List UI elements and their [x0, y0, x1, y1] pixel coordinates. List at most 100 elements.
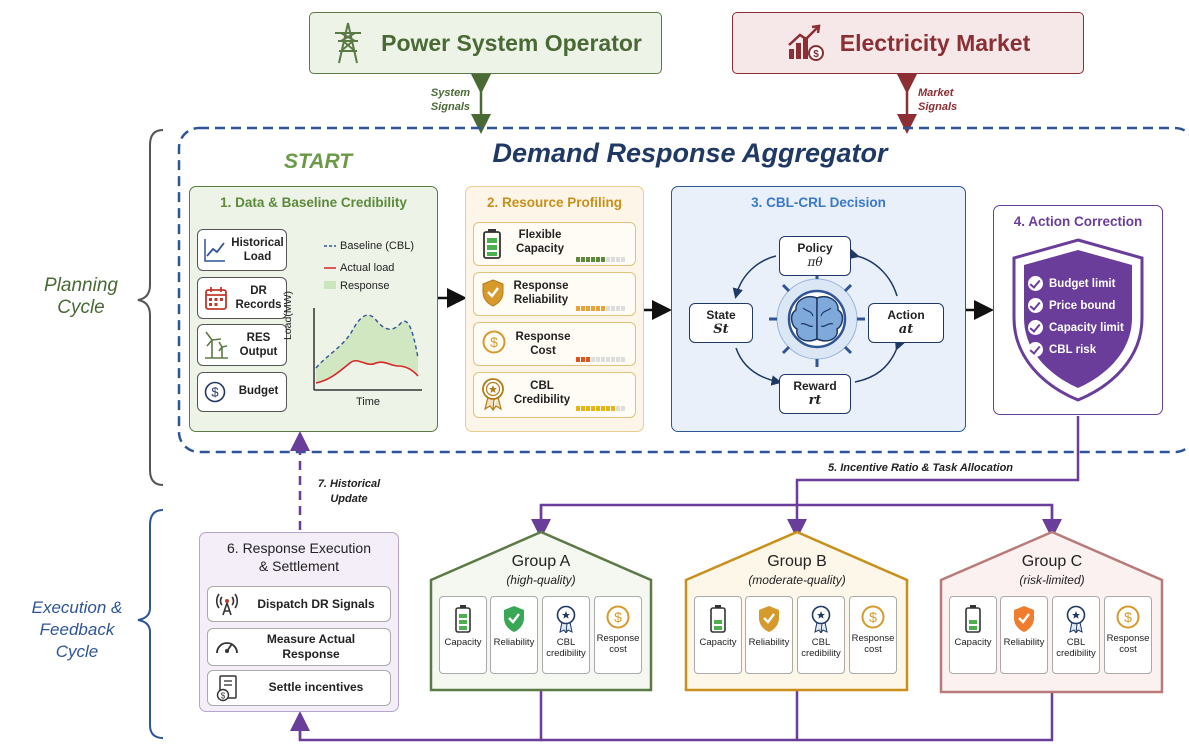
shield-check-icon — [1014, 606, 1034, 632]
capacity-limit-check: Capacity limit — [1028, 320, 1124, 335]
response-reliability-bar — [576, 298, 626, 316]
legend-actual-label: Actual load — [340, 262, 395, 274]
budget-limit-label: Budget limit — [1049, 277, 1116, 290]
budget-item: $ Budget — [197, 372, 287, 412]
price-bound-label: Price bound — [1049, 299, 1116, 312]
group-a-cost-card: $ Response cost — [594, 596, 642, 674]
check-icon — [1028, 276, 1043, 291]
state-label: State — [706, 308, 736, 322]
flexible-capacity-label: Flexible Capacity — [516, 229, 564, 255]
antenna-icon — [215, 593, 239, 616]
dispatch-signals-label: Dispatch DR Signals — [257, 597, 375, 611]
group-b-credibility-label: CBL credibility — [801, 637, 841, 659]
market-signals-label: Market Signals — [918, 87, 958, 113]
dollar-circle-icon: $ — [204, 381, 226, 403]
legend-response-swatch — [324, 281, 336, 289]
svg-text:$: $ — [221, 692, 226, 701]
panel2-title: 2. Resource Profiling — [486, 195, 623, 210]
reward-node: Reward rt — [779, 374, 851, 414]
group-b-reliability-card: Reliability — [745, 596, 793, 674]
group-c-capacity-card: Capacity — [949, 596, 997, 674]
dollar-coin-icon: $ — [482, 330, 506, 354]
settle-incentives-item — [207, 670, 391, 706]
group-c-title: Group C — [1021, 553, 1083, 570]
svg-text:$: $ — [614, 609, 622, 625]
battery-icon — [965, 605, 981, 633]
measure-response-item — [207, 628, 391, 666]
actual-load-line — [315, 359, 419, 384]
historical-load-item: Historical Load — [197, 229, 287, 271]
group-a-title: Group A — [511, 553, 571, 570]
group-c-reliability-label: Reliability — [1003, 637, 1045, 648]
res-output-item: RES Output — [197, 324, 287, 366]
cbl-credibility-bar — [576, 398, 626, 416]
check-icon — [1028, 342, 1043, 357]
group-a-subtitle: (high-quality) — [506, 573, 576, 587]
flexible-capacity-bar — [576, 249, 626, 267]
group-b-subtitle: (moderate-quality) — [748, 573, 846, 587]
reward-symbol: rt — [808, 393, 822, 408]
panel3-title: 3. CBL-CRL Decision — [751, 195, 886, 210]
invoice-icon: $ — [216, 675, 237, 702]
action-label: Action — [887, 308, 925, 322]
execution-cycle-label: Execution & Feedback Cycle — [31, 598, 123, 661]
response-reliability-label: Response Reliability — [513, 280, 569, 306]
dollar-coin-icon: $ — [1116, 605, 1140, 629]
historical-update-label: 7. Historical Update — [317, 478, 381, 505]
historical-load-label: Historical Load — [231, 237, 284, 263]
brain-icon — [769, 271, 865, 367]
group-c-credibility-card: CBL credibility — [1052, 596, 1100, 674]
calendar-icon — [205, 287, 227, 310]
battery-icon — [710, 605, 726, 633]
measure-response-label: Measure Actual Response — [266, 632, 356, 661]
group-a-reliability-label: Reliability — [493, 637, 535, 648]
group-c-cost-card: $ Response cost — [1104, 596, 1152, 674]
legend-response-label: Response — [340, 280, 390, 292]
group-b-capacity-label: Capacity — [699, 637, 737, 648]
award-badge-icon — [482, 378, 504, 411]
panel4-title: 4. Action Correction — [1013, 214, 1143, 229]
group-c-credibility-label: CBL credibility — [1056, 637, 1096, 659]
electricity-market-box: $ Electricity Market — [732, 12, 1084, 74]
capacity-limit-label: Capacity limit — [1049, 321, 1124, 334]
svg-text:$: $ — [490, 334, 498, 350]
legend-baseline-label: Baseline (CBL) — [340, 240, 414, 252]
group-b-credibility-card: CBL credibility — [797, 596, 845, 674]
dr-records-label: DR Records — [235, 285, 282, 311]
group-b-cost-label: Response cost — [851, 633, 895, 655]
group-b-title: Group B — [767, 553, 827, 570]
svg-text:$: $ — [813, 49, 819, 60]
state-symbol: St — [713, 322, 729, 337]
award-badge-icon — [1066, 605, 1086, 633]
shield-check-icon — [482, 279, 504, 307]
action-symbol: at — [898, 322, 914, 337]
response-cost-label: Response Cost — [515, 331, 571, 357]
panel1-title: 1. Data & Baseline Credibility — [220, 195, 407, 210]
battery-icon — [483, 229, 501, 259]
group-a-credibility-label: CBL credibility — [546, 637, 586, 659]
system-signals-label: System Signals — [430, 87, 470, 113]
dr-records-item: DR Records — [197, 277, 287, 319]
shield-check-icon — [759, 606, 779, 632]
svg-text:$: $ — [211, 385, 219, 400]
check-icon — [1028, 298, 1043, 313]
budget-label: Budget — [238, 385, 279, 397]
group-a-credibility-card: CBL credibility — [542, 596, 590, 674]
award-badge-icon — [556, 605, 576, 633]
chart-xlabel: Time — [356, 396, 381, 408]
group-b-cost-card: $ Response cost — [849, 596, 897, 674]
res-output-label: RES Output — [239, 332, 278, 358]
policy-symbol: πθ — [807, 255, 823, 269]
award-badge-icon — [811, 605, 831, 633]
group-c-reliability-card: Reliability — [1000, 596, 1048, 674]
power-system-operator-box: Power System Operator — [309, 12, 662, 74]
reward-label: Reward — [793, 379, 837, 393]
dollar-coin-icon: $ — [606, 605, 630, 629]
group-b-reliability-label: Reliability — [748, 637, 790, 648]
battery-icon — [455, 605, 471, 633]
baseline-chart — [313, 245, 422, 391]
group-a-reliability-card: Reliability — [490, 596, 538, 674]
check-icon — [1028, 320, 1043, 335]
cbl-risk-check: CBL risk — [1028, 342, 1096, 357]
wind-turbine-icon — [205, 331, 228, 359]
